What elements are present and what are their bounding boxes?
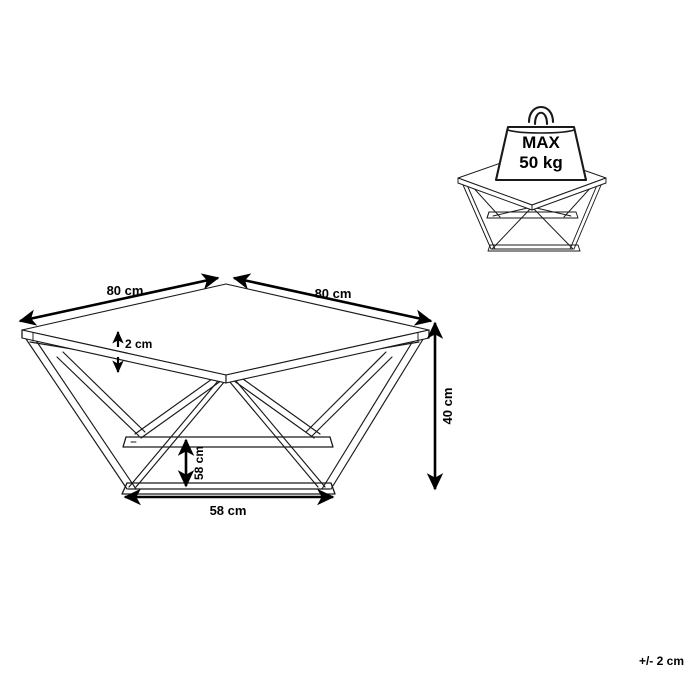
top-left-width-label: 80 cm xyxy=(107,283,144,298)
base-width-label: 58 cm xyxy=(210,503,247,518)
top-right-width-label: 80 cm xyxy=(315,286,352,301)
dimension-top-left-width: 80 cm xyxy=(18,273,220,326)
table-top xyxy=(21,283,430,384)
small-table-base-rail xyxy=(487,244,581,252)
max-weight-label: 50 kg xyxy=(519,153,562,172)
table-lower-shelf xyxy=(122,436,334,448)
main-table-illustration xyxy=(21,283,430,495)
dimension-shelf-height: 58 cm xyxy=(177,438,206,488)
weight-block-icon xyxy=(494,105,588,182)
dimension-total-height: 40 cm xyxy=(426,321,455,491)
small-table-lower-shelf xyxy=(486,211,579,219)
shelf-height-label: 58 cm xyxy=(192,446,206,480)
load-capacity-illustration: MAX 50 kg xyxy=(457,105,607,252)
dimension-top-right-width: 80 cm xyxy=(232,273,433,326)
tolerance-note: +/- 2 cm xyxy=(639,654,684,668)
dimension-base-width: 58 cm xyxy=(123,488,335,518)
max-load-label: MAX xyxy=(522,133,560,152)
dimension-top-thickness: 2 cm xyxy=(112,330,152,374)
total-height-label: 40 cm xyxy=(440,388,455,425)
top-thickness-label: 2 cm xyxy=(125,337,152,351)
